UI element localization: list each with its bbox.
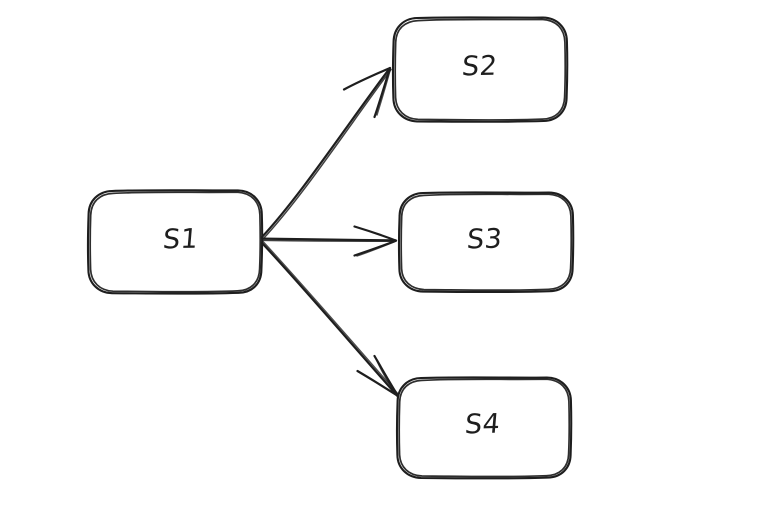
node-s2-shape [391, 16, 569, 123]
node-s4-label: S4 [463, 408, 502, 441]
node-s2-label: S2 [460, 50, 499, 83]
edge-s1-s4 [260, 240, 400, 398]
node-s4-shape [395, 376, 573, 480]
node-s1-label: S1 [161, 223, 200, 256]
node-s1-shape [86, 189, 264, 295]
edge-s1-s3 [260, 225, 398, 257]
node-s3-label: S3 [465, 223, 504, 256]
edge-s1-s2 [260, 66, 392, 240]
node-s3-shape [397, 191, 575, 294]
